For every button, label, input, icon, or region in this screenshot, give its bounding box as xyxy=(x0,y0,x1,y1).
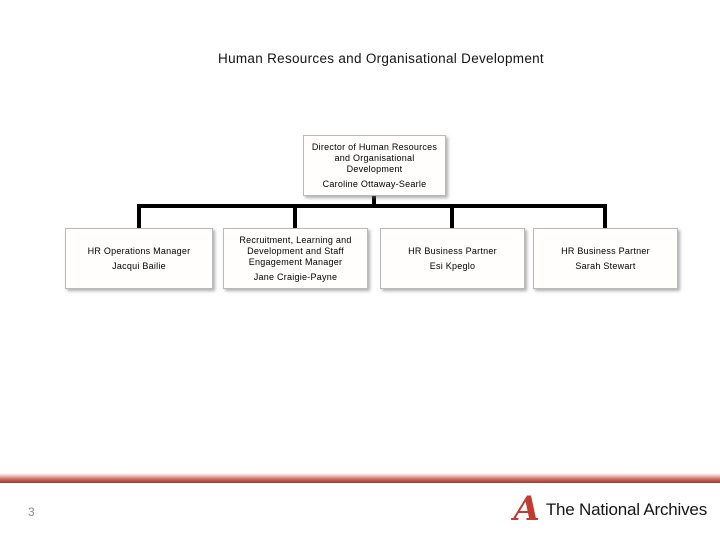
role-title: HR Business Partner xyxy=(561,245,650,256)
person-name: Sarah Stewart xyxy=(575,260,636,271)
national-archives-logo: A The National Archives xyxy=(513,491,707,528)
org-box-hr-business-partner-2: HR Business Partner Sarah Stewart xyxy=(533,228,678,289)
role-title: Director of Human Resources and Organisa… xyxy=(311,141,438,174)
person-name: Jacqui Bailie xyxy=(112,260,166,271)
org-box-hr-business-partner-1: HR Business Partner Esi Kpeglo xyxy=(380,228,525,289)
connector-stub-child-2 xyxy=(293,204,297,228)
connector-horizontal-line xyxy=(137,204,607,208)
connector-stub-child-1 xyxy=(137,204,141,228)
connector-stub-child-4 xyxy=(603,204,607,228)
role-title: Recruitment, Learning and Development an… xyxy=(239,234,352,267)
role-title: HR Business Partner xyxy=(408,245,497,256)
national-archives-a-icon: A xyxy=(513,488,540,529)
person-name: Esi Kpeglo xyxy=(429,260,476,271)
org-box-hr-operations-manager: HR Operations Manager Jacqui Bailie xyxy=(65,228,213,289)
slide-title: Human Resources and Organisational Devel… xyxy=(218,51,544,66)
footer-accent-bar xyxy=(0,473,720,483)
org-box-recruitment-manager: Recruitment, Learning and Development an… xyxy=(223,228,368,289)
connector-stub-child-3 xyxy=(450,204,454,228)
role-title: HR Operations Manager xyxy=(87,245,191,256)
national-archives-wordmark: The National Archives xyxy=(545,499,707,519)
person-name: Jane Craigie-Payne xyxy=(253,271,338,282)
person-name: Caroline Ottaway-Searle xyxy=(322,178,427,189)
org-box-director: Director of Human Resources and Organisa… xyxy=(303,135,446,196)
connector-root-stub xyxy=(372,196,376,208)
page-number: 3 xyxy=(28,505,35,519)
